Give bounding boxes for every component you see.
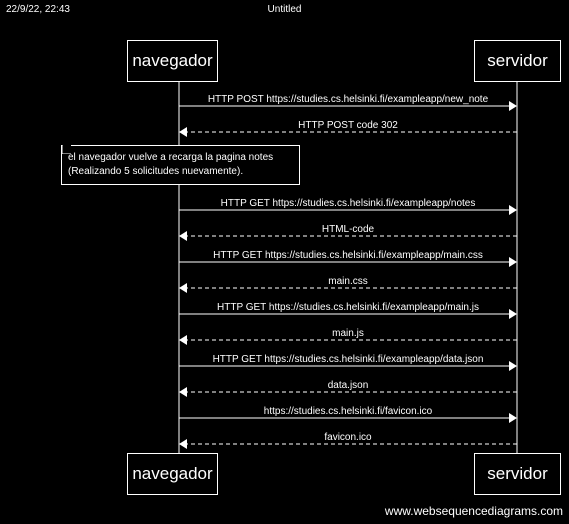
message-5: HTTP GET https://studies.cs.helsinki.fi/…	[179, 250, 517, 267]
message-label: data.json	[328, 380, 369, 391]
message-label: main.css	[328, 276, 367, 287]
actor-servidor-bottom: servidor	[474, 453, 561, 495]
message-3: HTTP GET https://studies.cs.helsinki.fi/…	[179, 198, 517, 215]
actor-navegador-bottom: navegador	[127, 453, 218, 495]
message-label: https://studies.cs.helsinki.fi/favicon.i…	[264, 406, 433, 417]
arrowhead-icon	[179, 283, 187, 293]
message-label: HTTP GET https://studies.cs.helsinki.fi/…	[217, 302, 479, 313]
message-label: main.js	[332, 328, 364, 339]
message-label: HTTP GET https://studies.cs.helsinki.fi/…	[213, 354, 484, 365]
actor-navegador-top: navegador	[127, 40, 218, 82]
message-1: HTTP POST https://studies.cs.helsinki.fi…	[179, 94, 517, 111]
message-label: HTML-code	[322, 224, 375, 235]
arrowhead-icon	[509, 101, 517, 111]
arrowhead-icon	[179, 127, 187, 137]
message-12: favicon.ico	[179, 432, 517, 449]
arrowhead-icon	[509, 309, 517, 319]
diagram-title: Untitled	[267, 4, 302, 15]
arrowhead-icon	[509, 205, 517, 215]
note-line-2: (Realizando 5 solicitudes nuevamente).	[68, 166, 244, 177]
note-line-1: el navegador vuelve a recarga la pagina …	[68, 152, 274, 163]
message-7: HTTP GET https://studies.cs.helsinki.fi/…	[179, 302, 517, 319]
arrowhead-icon	[179, 387, 187, 397]
note-box: el navegador vuelve a recarga la pagina …	[61, 145, 300, 185]
message-10: data.json	[179, 380, 517, 397]
message-label: HTTP GET https://studies.cs.helsinki.fi/…	[221, 198, 476, 209]
arrowhead-icon	[179, 335, 187, 345]
arrowhead-icon	[509, 257, 517, 267]
message-4: HTML-code	[179, 224, 517, 241]
timestamp: 22/9/22, 22:43	[6, 4, 70, 15]
message-11: https://studies.cs.helsinki.fi/favicon.i…	[179, 406, 517, 423]
arrowhead-icon	[509, 413, 517, 423]
message-8: main.js	[179, 328, 517, 345]
actor-servidor-top: servidor	[474, 40, 561, 82]
message-label: HTTP POST code 302	[298, 120, 398, 131]
message-2: HTTP POST code 302	[179, 120, 517, 137]
arrowhead-icon	[509, 361, 517, 371]
arrowhead-icon	[179, 439, 187, 449]
message-label: favicon.ico	[324, 432, 372, 443]
message-9: HTTP GET https://studies.cs.helsinki.fi/…	[179, 354, 517, 371]
message-6: main.css	[179, 276, 517, 293]
arrowhead-icon	[179, 231, 187, 241]
message-label: HTTP POST https://studies.cs.helsinki.fi…	[208, 94, 489, 105]
note-fold-icon	[62, 145, 71, 154]
footer-credit: www.websequencediagrams.com	[384, 504, 563, 518]
message-label: HTTP GET https://studies.cs.helsinki.fi/…	[213, 250, 483, 261]
